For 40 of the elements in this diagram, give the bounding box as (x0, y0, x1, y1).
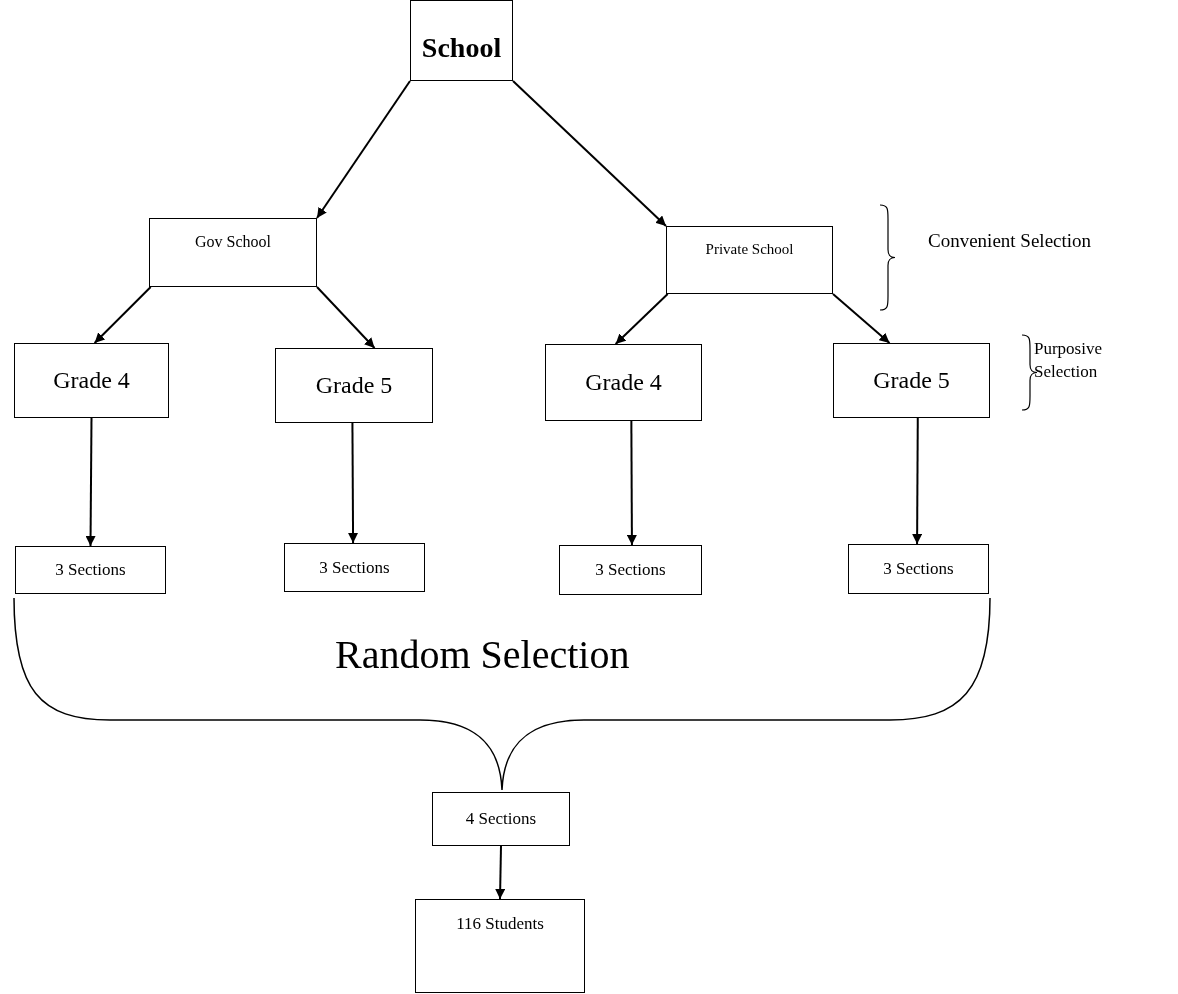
box-label: Grade 5 (873, 367, 950, 394)
arrow (626, 420, 637, 546)
bracket-label: Convenient Selection (928, 229, 1093, 253)
box-label: Grade 4 (53, 367, 130, 394)
arrow (614, 293, 669, 345)
process-box (432, 792, 570, 846)
process-box (666, 226, 833, 294)
process-box (833, 343, 990, 418)
arrow (316, 286, 376, 349)
process-box (15, 546, 166, 594)
box-label: 3 Sections (55, 560, 126, 580)
process-box (275, 348, 433, 423)
box-label: 3 Sections (319, 557, 390, 578)
box-label: 116 Students (456, 914, 544, 934)
process-box (410, 0, 513, 81)
process-box (149, 218, 317, 287)
arrow (93, 286, 152, 344)
bracket-label: Random Selection (335, 631, 631, 679)
arrow (348, 422, 359, 544)
process-box (284, 543, 425, 592)
box-label: Private School (705, 241, 794, 258)
box-label: School (421, 31, 502, 64)
box-label: 3 Sections (883, 559, 954, 579)
arrow (512, 80, 667, 227)
box-label: 4 Sections (465, 809, 537, 829)
process-box (848, 544, 989, 594)
process-box (545, 344, 702, 421)
arrow (912, 417, 923, 545)
arrow (832, 293, 891, 344)
box-label: Grade 5 (315, 372, 393, 399)
box-label: 3 Sections (595, 560, 666, 580)
bracket-label: Purposive Selection (1034, 338, 1103, 383)
process-box (559, 545, 702, 595)
arrow (316, 80, 411, 219)
arrow (495, 845, 506, 900)
box-label: Grade 4 (585, 369, 662, 396)
arrow (85, 417, 96, 547)
process-box (14, 343, 169, 418)
box-label: Gov School (195, 233, 271, 251)
process-box (415, 899, 585, 993)
